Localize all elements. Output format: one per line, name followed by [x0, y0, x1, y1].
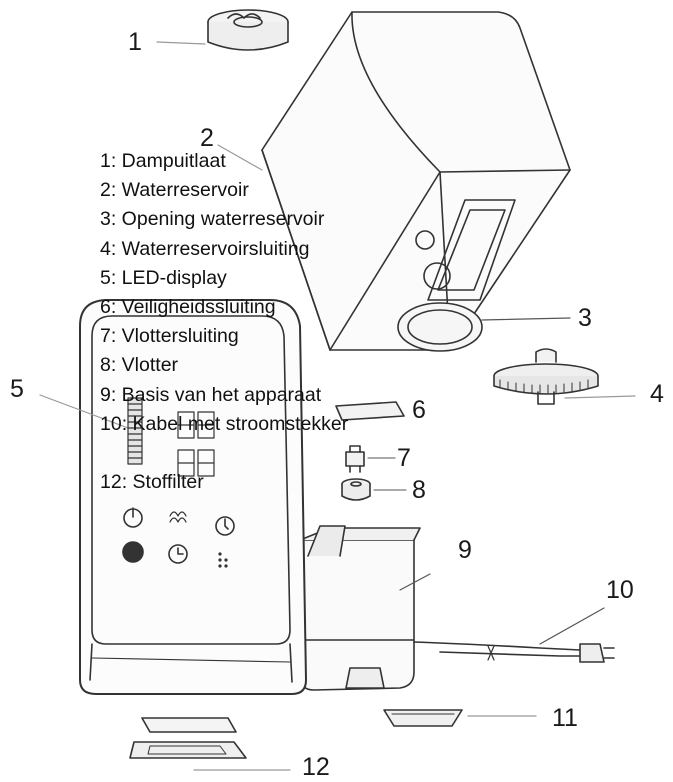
legend-item: 3: Opening waterreservoir [100, 208, 325, 231]
leader-line-4 [564, 395, 636, 399]
legend-item: 10: Kabel met stroomstekker [100, 412, 349, 435]
dust-filter-part [129, 717, 247, 759]
leader-line-10 [539, 607, 605, 645]
leader-line-3 [481, 317, 571, 321]
leader-line-1 [156, 41, 206, 45]
callout-2: 2 [200, 124, 214, 152]
callout-3: 3 [578, 304, 592, 332]
legend-item: 9: Basis van het apparaat [100, 383, 322, 406]
leader-line-2 [217, 144, 263, 171]
callout-11: 11 [552, 704, 578, 732]
callout-5: 5 [10, 375, 24, 403]
dots-icon [218, 552, 228, 568]
legend-item [100, 439, 348, 468]
water-reservoir-part [261, 11, 571, 352]
safety-lock-part [335, 401, 405, 421]
legend-item: 2: Waterreservoir [100, 179, 249, 202]
callout-7: 7 [397, 444, 411, 472]
clock-icon [168, 544, 188, 564]
callout-12: 12 [302, 753, 330, 781]
float-lock-part [345, 445, 365, 473]
legend-item: 8: Vlotter [100, 354, 179, 377]
legend-item: 6: Veiligheidssluiting [100, 295, 276, 318]
float-part [341, 478, 371, 501]
legend-item: 5: LED-display [100, 266, 227, 289]
parts-legend: 1: Dampuitlaat 2: Waterreservoir 3: Open… [100, 147, 348, 497]
tray-part [383, 709, 463, 727]
reservoir-cap-part [493, 348, 599, 405]
power-icon [123, 507, 143, 528]
legend-item: 1: Dampuitlaat [100, 150, 226, 172]
steam-outlet-part [207, 9, 289, 51]
callout-9: 9 [458, 536, 472, 564]
callout-1: 1 [128, 28, 142, 56]
legend-item: 12: Stoffilter [100, 471, 204, 494]
timer-icon [215, 516, 235, 536]
callout-8: 8 [412, 476, 426, 504]
callout-10: 10 [606, 576, 634, 604]
legend-item: 7: Vlottersluiting [100, 325, 239, 348]
mist-icon [169, 511, 187, 523]
callout-6: 6 [412, 396, 426, 424]
leader-line-9 [399, 573, 431, 591]
legend-item: 4: Waterreservoirsluiting [100, 237, 310, 260]
night-mode-icon [122, 541, 144, 563]
leader-line-5 [39, 394, 129, 429]
callout-4: 4 [650, 380, 664, 408]
base-unit-part [299, 525, 421, 691]
led-display [127, 397, 215, 477]
power-cable-part [413, 641, 615, 663]
